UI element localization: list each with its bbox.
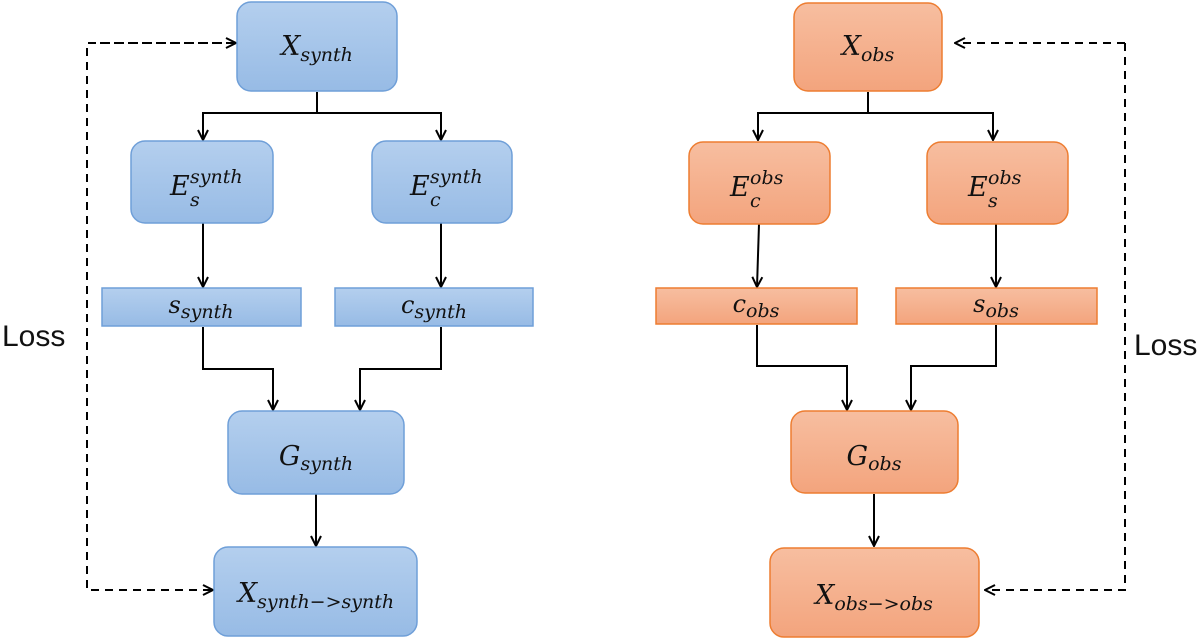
loss-loop-obs-down [985,43,1126,590]
node-generator-obs[interactable]: Gobs [790,410,959,494]
node-encoder-style-obs[interactable]: E obs s [926,141,1069,225]
node-style-code-synth[interactable]: ssynth [101,287,302,327]
synth-edges [86,43,442,590]
node-main-symbol: G [847,441,869,472]
svg-text:Gobs: Gobs [847,441,902,475]
node-main-symbol: E [967,172,988,203]
node-subscript: s [988,190,998,212]
svg-text:Gsynth: Gsynth [279,441,353,475]
loss-label-obs: Loss [1134,329,1197,362]
node-main-symbol: X [279,31,302,62]
svg-text:E: E [409,171,430,202]
node-main-symbol: c [401,291,414,319]
node-main-symbol: X [236,578,259,609]
node-subscript: c [750,190,761,212]
edge-input-to-enc-c [317,112,441,140]
node-reconstruction-obs[interactable]: Xobs−>obs [769,547,980,638]
node-encoder-content-obs[interactable]: E obs c [688,141,831,225]
node-main-symbol: E [169,171,190,202]
node-x-obs[interactable]: Xobs [793,2,943,92]
node-generator-synth[interactable]: Gsynth [227,410,405,495]
svg-text:E: E [967,172,988,203]
node-main-symbol: X [840,31,863,62]
node-content-code-obs[interactable]: cobs [655,287,858,325]
edge-input-to-enc-s [203,92,318,140]
node-encoder-content-synth[interactable]: E synth c [371,140,513,224]
svg-text:Xobs−>obs: Xobs−>obs [813,580,933,615]
svg-text:cobs: cobs [733,290,780,322]
edge-enc-c-to-code-c [757,223,759,287]
node-style-code-obs[interactable]: sobs [895,287,1098,325]
node-content-code-synth[interactable]: csynth [334,287,534,327]
svg-text:Xsynth: Xsynth [279,31,353,66]
svg-text:E: E [169,171,190,202]
node-subscript: s [190,189,200,211]
svg-text:Xsynth−>synth: Xsynth−>synth [236,578,394,613]
node-x-synth[interactable]: Xsynth [236,1,398,92]
svg-text:E: E [729,172,750,203]
node-main-symbol: s [973,290,985,318]
node-subscript: obs−>obs [834,593,933,615]
loss-label-synth: Loss [2,320,65,353]
node-main-symbol: E [409,171,430,202]
node-main-symbol: s [169,291,181,319]
obs-branch: Xobs E obs c E obs s cobs [655,2,1197,638]
node-subscript: obs [868,453,902,475]
node-encoder-style-synth[interactable]: E synth s [130,140,274,224]
node-subscript: synth−>synth [257,591,394,613]
node-superscript: synth [430,166,483,188]
node-subscript: synth [414,301,467,323]
node-main-symbol: E [729,172,750,203]
edge-code-s-to-gen [202,327,273,410]
edge-input-to-enc-s [868,112,993,140]
node-superscript: synth [190,166,243,188]
node-subscript: synth [300,44,353,66]
svg-text:csynth: csynth [401,291,467,323]
node-main-symbol: X [813,580,836,611]
node-subscript: synth [181,301,234,323]
node-subscript: c [430,189,441,211]
edge-input-to-enc-c [758,92,869,140]
svg-text:sobs: sobs [973,290,1019,322]
edge-code-c-to-gen [360,327,442,410]
node-superscript: obs [750,167,784,189]
node-subscript: obs [861,44,895,66]
node-main-symbol: G [279,441,301,472]
node-superscript: obs [988,167,1022,189]
edge-code-s-to-gen [911,325,997,410]
synth-branch: Xsynth E synth s E synth c ssynth [2,1,534,637]
edge-code-c-to-gen [756,325,847,410]
node-subscript: obs [746,300,780,322]
node-reconstruction-synth[interactable]: Xsynth−>synth [213,546,418,637]
node-subscript: synth [300,453,353,475]
node-main-symbol: c [733,290,746,318]
node-subscript: obs [985,300,1019,322]
svg-text:Xobs: Xobs [840,31,895,66]
svg-text:ssynth: ssynth [169,291,234,323]
obs-edges [756,43,1126,590]
